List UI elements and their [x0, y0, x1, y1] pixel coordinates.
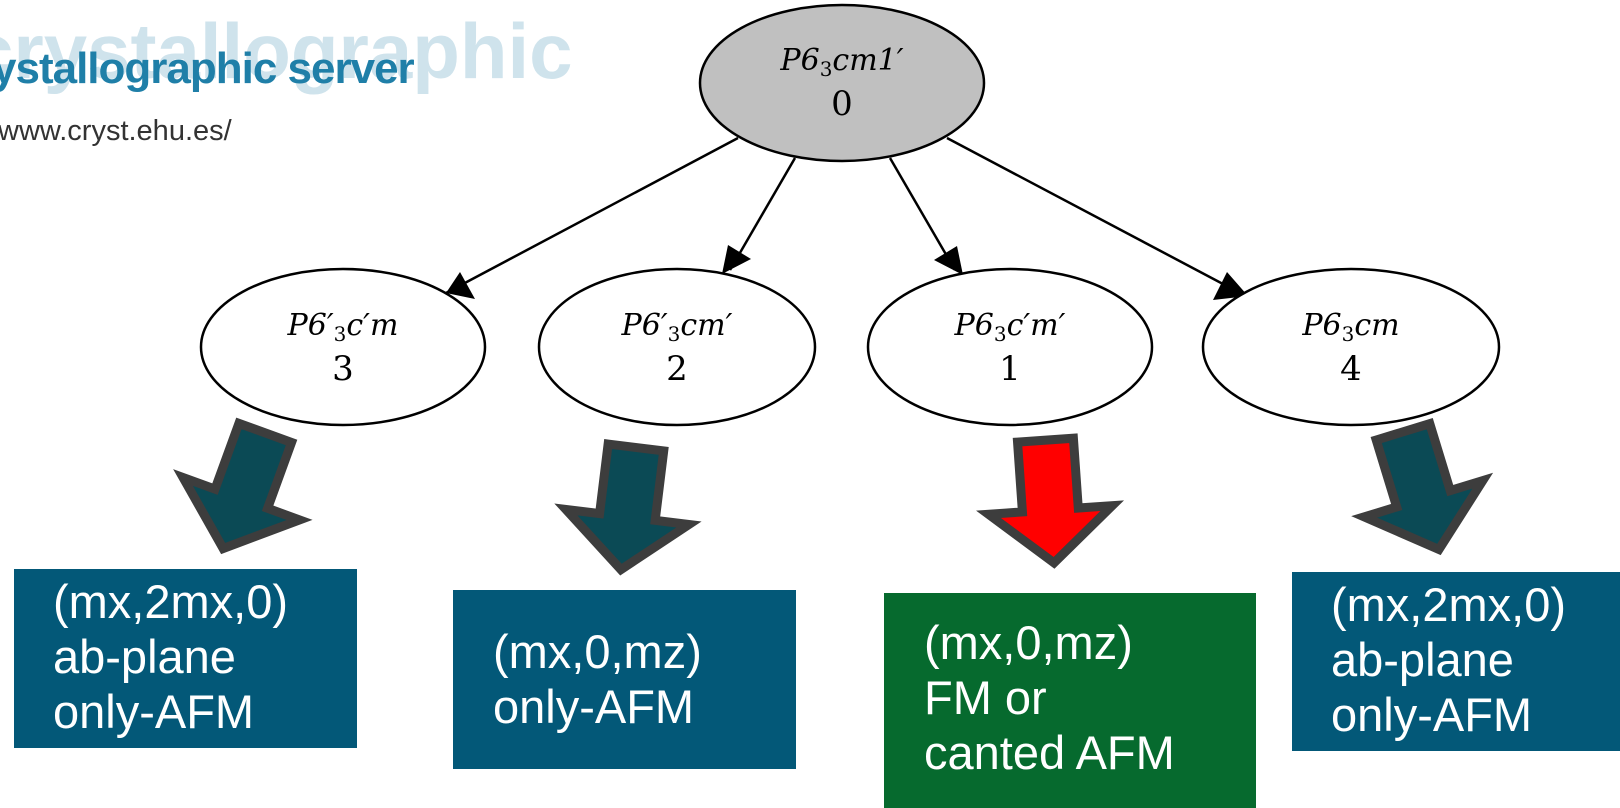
node-rank-label: 3	[332, 349, 354, 389]
node-group-label: P63cm1′	[779, 43, 903, 81]
annotation-line: (mx,2mx,0)	[53, 575, 288, 628]
edge-root-to-child-4	[946, 136, 1241, 295]
annotation-line: (mx,0,mz)	[493, 625, 702, 678]
logo-title: ystallographic server	[0, 44, 415, 93]
annotation-box: (mx,2mx,0) ab-plane only-AFM	[1292, 572, 1620, 751]
down-arrow-icon	[976, 433, 1125, 569]
node-group-label: P63cm	[1301, 308, 1399, 346]
node-rank-label: 2	[666, 349, 688, 389]
tree-node-child[interactable]: P6′3c′m 3	[199, 267, 487, 427]
node-group-label: P6′3c′m	[287, 308, 399, 346]
annotation-line: only-AFM	[493, 680, 695, 733]
annotation-line: only-AFM	[1331, 688, 1533, 741]
node-rank-label: 4	[1340, 349, 1362, 389]
annotation-line: FM or	[924, 671, 1047, 724]
annotation-line: (mx,0,mz)	[924, 616, 1133, 669]
annotation-box: (mx,0,mz) only-AFM	[453, 590, 796, 769]
edge-arrowhead	[1213, 272, 1248, 300]
logo-ghost-text: crystallographic	[0, 7, 573, 95]
edge-root-to-child-2	[728, 157, 797, 271]
annotation-line: only-AFM	[53, 685, 255, 738]
annotation-line: ab-plane	[1331, 633, 1514, 686]
node-group-label: P63c′m′	[954, 308, 1066, 346]
node-rank-label: 1	[999, 349, 1021, 389]
down-arrow-icon	[1351, 418, 1494, 556]
logo-url[interactable]: www.cryst.ehu.es/	[0, 115, 233, 147]
edge-arrowhead	[934, 246, 963, 275]
annotation-line: (mx,2mx,0)	[1331, 578, 1566, 631]
edge-arrowhead	[722, 245, 751, 274]
node-group-label: P6′3cm′	[621, 308, 733, 346]
tree-node-root[interactable]: P63cm1′ 0	[698, 3, 986, 163]
down-arrow-icon	[554, 439, 702, 576]
down-arrow-icon	[173, 417, 313, 555]
annotation-box: (mx,2mx,0) ab-plane only-AFM	[14, 569, 357, 748]
edge-root-to-child-1	[888, 157, 957, 271]
logo[interactable]: crystallographic ystallographic server w…	[0, 7, 573, 147]
edge-arrowhead	[446, 272, 475, 299]
annotation-line: ab-plane	[53, 630, 236, 683]
tree-edges	[445, 136, 1248, 300]
tree-node-child[interactable]: P6′3cm′ 2	[537, 267, 817, 427]
edge-root-to-child-3	[445, 136, 739, 295]
node-rank-label: 0	[831, 84, 853, 124]
tree-node-child[interactable]: P63c′m′ 1	[866, 267, 1154, 427]
annotation-line: canted AFM	[924, 726, 1175, 779]
annotation-box: (mx,0,mz) FM or canted AFM	[884, 593, 1256, 808]
tree-node-child[interactable]: P63cm 4	[1201, 267, 1501, 427]
